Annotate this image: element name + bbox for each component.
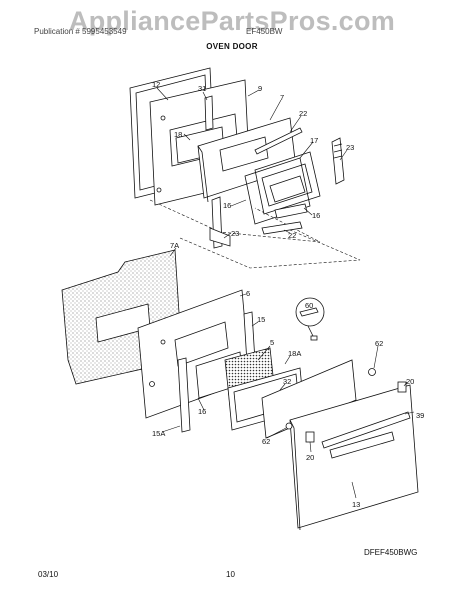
callout-15A: 15A <box>152 429 165 438</box>
callout-62-lower: 62 <box>262 437 270 446</box>
part-handle-endcap-left <box>305 431 315 443</box>
callout-13: 13 <box>352 500 360 509</box>
diagram-code: DFEF450BWG <box>364 548 418 557</box>
callout-18: 18 <box>174 130 182 139</box>
alignment-guide-lower <box>179 229 361 269</box>
callout-31: 31 <box>198 84 206 93</box>
callout-32: 32 <box>283 377 291 386</box>
callout-16-right: 16 <box>312 211 320 220</box>
callout-20-left: 20 <box>306 453 314 462</box>
model-number: EF450BW <box>246 27 283 36</box>
footer-date: 03/10 <box>38 570 59 579</box>
callout-23-left: 23 <box>231 229 239 238</box>
part-outer-glass <box>261 359 357 439</box>
callout-16-upper: 16 <box>223 201 231 210</box>
callout-6: 6 <box>246 289 250 298</box>
callout-15: 15 <box>257 315 265 324</box>
part-lower-bracket <box>261 221 303 235</box>
part-door-seal <box>274 203 308 219</box>
callout-labels: 12 31 9 7 18 22 17 23 16 16 23 22 7A 6 6… <box>152 80 424 509</box>
part-glass-pack <box>244 151 321 225</box>
footer-page-number: 10 <box>226 570 235 579</box>
callout-62-upper: 62 <box>375 339 383 348</box>
publication-number: Publication # 5995453549 <box>34 27 127 36</box>
callout-12: 12 <box>152 80 160 89</box>
callout-60: 60 <box>305 301 313 310</box>
callout-7A: 7A <box>170 241 179 250</box>
part-spring <box>204 95 214 131</box>
part-handle-endcap-right <box>397 381 407 393</box>
watermark: AppliancePartsPros.com <box>68 6 396 36</box>
callout-17: 17 <box>310 136 318 145</box>
callout-9: 9 <box>258 84 262 93</box>
part-screw-callout <box>295 297 325 341</box>
alignment-guide-upper <box>149 199 321 243</box>
callout-22-lower: 22 <box>288 231 296 240</box>
callout-16-lower: 16 <box>198 407 206 416</box>
part-hinge-right <box>331 137 345 185</box>
part-screw-upper <box>368 368 376 376</box>
callout-18A: 18A <box>288 349 301 358</box>
callout-5: 5 <box>270 338 274 347</box>
part-hinge-left <box>209 196 231 249</box>
callout-39: 39 <box>416 411 424 420</box>
callout-22-upper: 22 <box>299 109 307 118</box>
part-screw-lower <box>285 422 293 430</box>
section-title: OVEN DOOR <box>206 42 258 51</box>
callout-23-right: 23 <box>346 143 354 152</box>
part-door-handle <box>321 411 411 449</box>
callout-7: 7 <box>280 93 284 102</box>
part-upper-bracket <box>254 127 303 155</box>
callout-20-right: 20 <box>406 377 414 386</box>
part-door-channel-left <box>177 357 191 433</box>
leader-lines <box>156 87 415 499</box>
